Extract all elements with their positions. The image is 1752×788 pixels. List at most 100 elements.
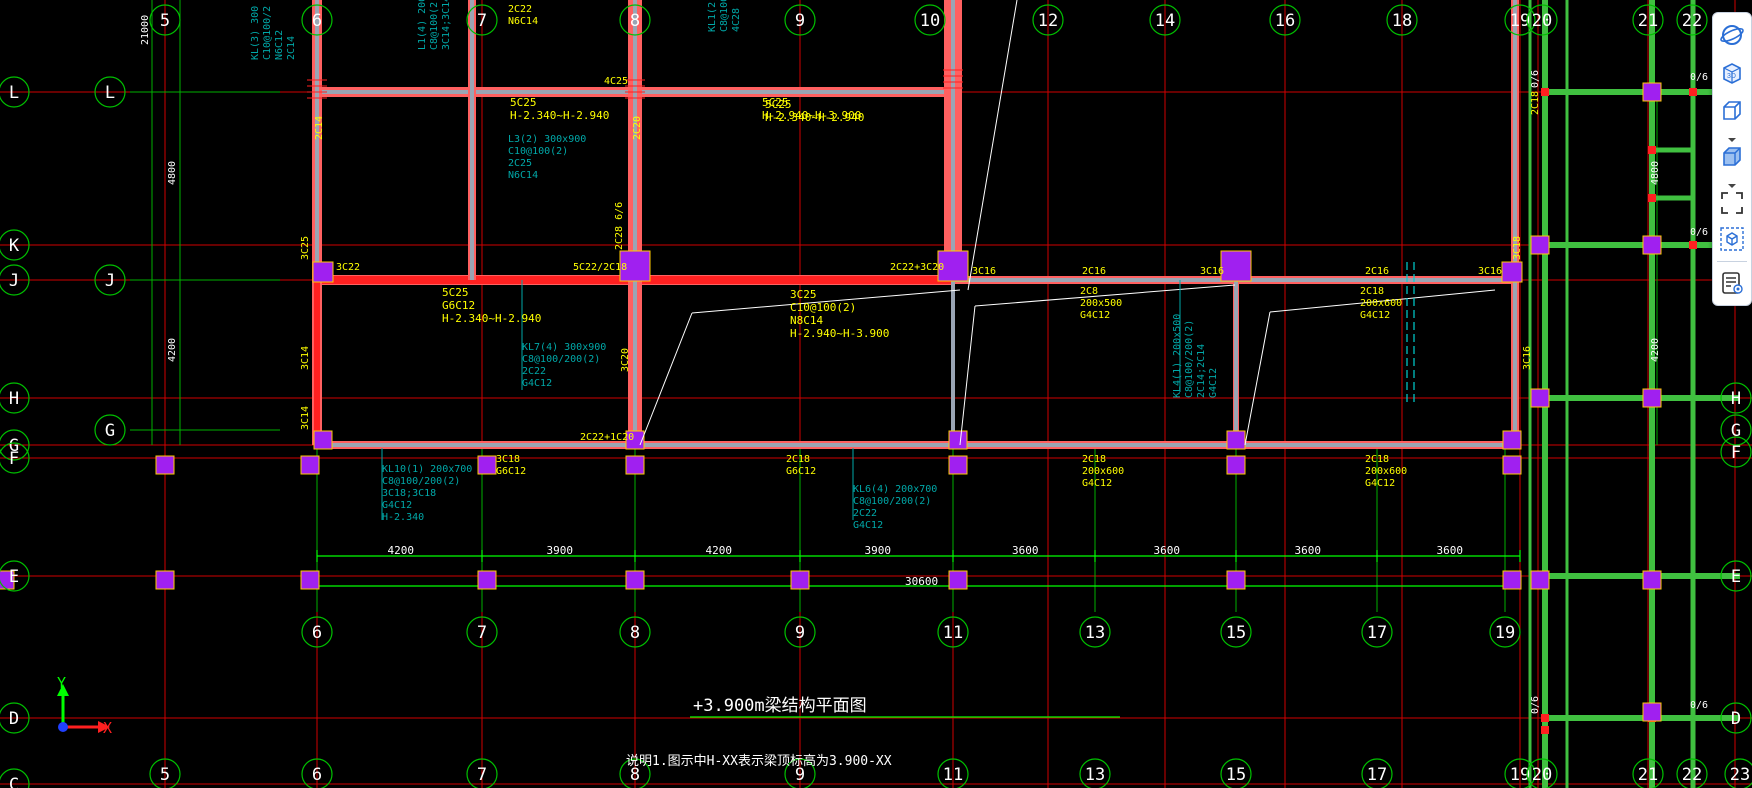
middle-axis-bubble-label: 6 [312, 623, 322, 643]
leader-line [639, 312, 693, 446]
section-box-icon [1720, 227, 1744, 251]
left-row-bubble-label: C [9, 775, 19, 788]
beam-label-line: 0/6 [1690, 700, 1708, 711]
top-axis-bubble [1504, 4, 1536, 36]
left-row-bubble-label: F [9, 449, 19, 469]
dimension-text: 4200 [1650, 338, 1661, 362]
beam-label-line: G4C12 [1360, 310, 1390, 321]
beam-core [951, 0, 955, 280]
cube-wireframe-button[interactable] [1718, 97, 1746, 125]
beam-label: 0/6 [1690, 227, 1708, 238]
beam-label-line: 2C22+1C20 [580, 432, 634, 443]
orbit-button[interactable] [1718, 21, 1746, 49]
column [1642, 82, 1662, 102]
beam-label-line: C8@100/200(2) [382, 476, 460, 487]
beam-core [1234, 280, 1238, 445]
beam-core [470, 0, 474, 280]
right-row-bubble [1720, 560, 1752, 592]
beam-label-line: 3C18 [1512, 236, 1523, 260]
layer-view-button[interactable] [1718, 269, 1746, 297]
column [1642, 388, 1662, 408]
cube-shaded-button[interactable] [1718, 143, 1746, 171]
svg-text:3D: 3D [1727, 73, 1736, 80]
shaded-dropdown-caret[interactable] [1726, 175, 1738, 188]
top-axis-bubble [1526, 4, 1558, 36]
left-row-bubble [0, 702, 30, 734]
beam-label: 2C22+1C20 [580, 432, 634, 443]
view-3d-button[interactable]: 3D [1718, 59, 1746, 87]
bottom-axis-bubble-label: 20 [1532, 765, 1552, 785]
dimension-text: 4200 [388, 544, 415, 557]
bottom-axis-bubble-label: 21 [1638, 765, 1658, 785]
beam-label: 2C18 [1530, 91, 1541, 115]
beam-label-line: 2C8 [1080, 286, 1098, 297]
beam-label: KL10(1) 200x700C8@100/200(2)3C18;3C18G4C… [382, 464, 472, 523]
layer-view-icon [1722, 272, 1743, 294]
beam-label-line: KL(3) 300 [250, 6, 261, 60]
column [1226, 455, 1246, 475]
beam-label-line: 5C25 [442, 286, 469, 299]
beam-label-line: G4C12 [1365, 478, 1395, 489]
wireframe-dropdown-caret[interactable] [1726, 129, 1738, 142]
beam-label-line: C8@100/200(2) [1184, 320, 1195, 398]
top-axis-bubble-label: 20 [1532, 11, 1552, 31]
chevron-down-icon [1728, 184, 1736, 188]
beam-label-line: 5C25 [762, 96, 789, 109]
right-row-bubble-label: E [1731, 567, 1741, 587]
beam-label-line: 200x500 [1080, 298, 1122, 309]
column [155, 455, 175, 475]
beam-label-line: G4C12 [1082, 478, 1112, 489]
beam-label-line: G4C12 [382, 500, 412, 511]
beam-label-line: 0/6 [1690, 227, 1708, 238]
column [1226, 430, 1246, 450]
dimension-text: 3600 [1295, 544, 1322, 557]
column [1502, 570, 1522, 590]
left-row-bubble-label: K [9, 236, 20, 256]
beam-label-line: 0/6 [1690, 72, 1708, 83]
top-axis-bubble-label: 8 [630, 11, 640, 31]
bottom-axis-bubble [1220, 758, 1252, 788]
beam-label-line: 2C22 [508, 4, 532, 15]
left-row-bubble [0, 264, 30, 296]
top-axis-bubble [914, 4, 946, 36]
beam-label-line: N6C14 [508, 170, 538, 181]
section-box-button[interactable] [1718, 225, 1746, 253]
left-row-bubble-label: E [9, 567, 19, 587]
leader-lines [381, 0, 1496, 520]
beam-label-line: 2C16 [1082, 266, 1106, 277]
green-beam-joint [1689, 241, 1697, 249]
left-row-bubble [0, 560, 30, 592]
leader-line [1269, 289, 1496, 313]
beam-label: 2C14 [314, 116, 325, 140]
inner-row-bubble [94, 76, 126, 108]
beam-label-line: 5C22/2C18 [573, 262, 627, 273]
bottom-axis-bubble [466, 758, 498, 788]
top-axis-bubble-label: 18 [1392, 11, 1412, 31]
beam-label-line: 3C16 [1522, 346, 1533, 370]
dimension-text: 3600 [1437, 544, 1464, 557]
beam-label-line: 2C14 [286, 36, 297, 60]
beam-label-line: KL4(1) 200x500 [1172, 314, 1183, 398]
beam-label-line: 2C18 [1360, 286, 1384, 297]
bottom-axis-bubble [1724, 758, 1752, 788]
beam-label-line: 2C22+3C20 [890, 262, 944, 273]
beam-label-line: H-2.940~H-3.900 [762, 109, 861, 122]
top-axis-bubble [1032, 4, 1064, 36]
fit-extent-button[interactable] [1718, 189, 1746, 217]
beam-label-line: 2C18 [1082, 454, 1106, 465]
top-axis-bubble-label: 14 [1155, 11, 1175, 31]
left-row-bubble [0, 76, 30, 108]
beam-label-line: 2C18 [1365, 454, 1389, 465]
beam-label-line: C8@100(2) [429, 0, 440, 50]
bottom-axis-bubble-label: 7 [477, 765, 487, 785]
left-row-bubble-label: L [9, 83, 19, 103]
beam-label-line: 200x600 [1082, 466, 1124, 477]
orbit-icon [1720, 25, 1744, 45]
beam-label-line: 200x600 [1360, 298, 1402, 309]
